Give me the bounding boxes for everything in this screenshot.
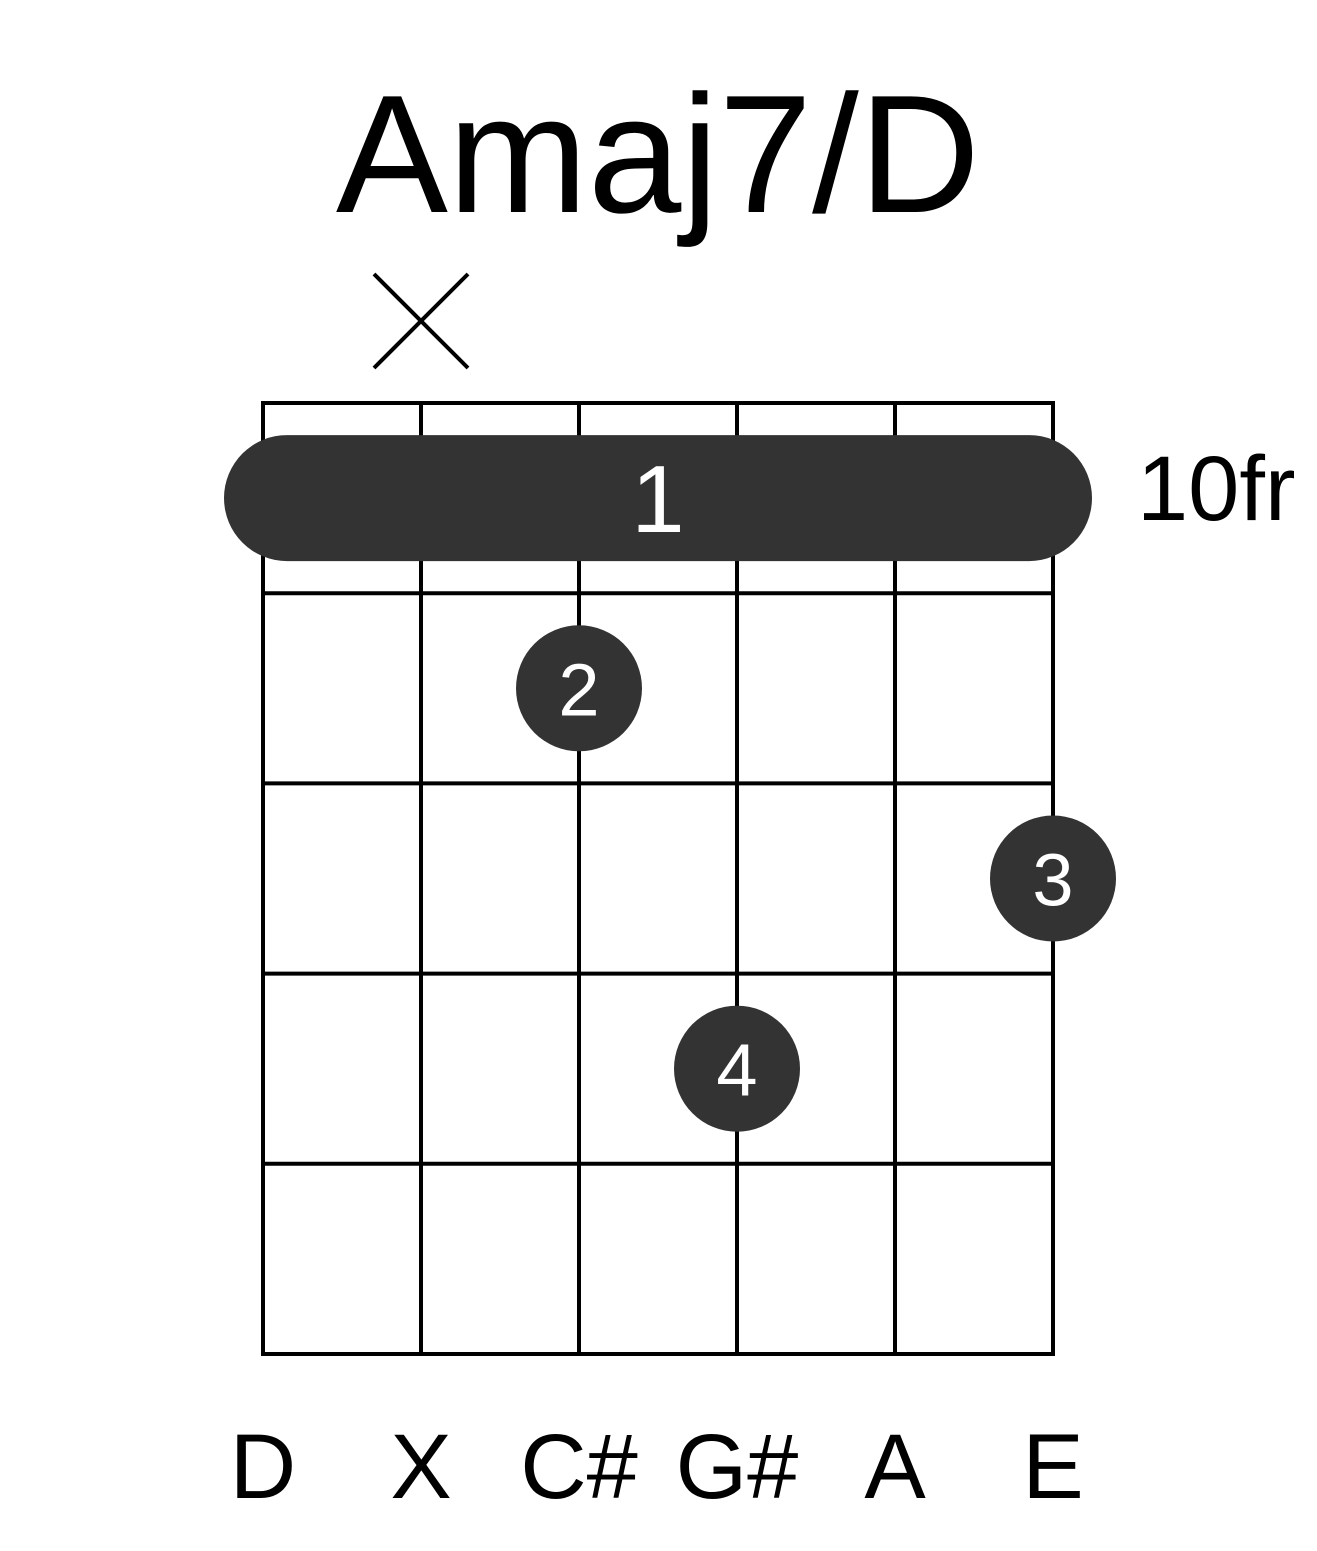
fretboard-grid [261, 401, 1055, 1356]
muted-markers [372, 272, 470, 370]
base-fret-label: 10fr [1137, 438, 1296, 540]
barre: 1 [224, 435, 1092, 562]
muted-x-stroke [372, 272, 470, 370]
finger-dot [990, 815, 1116, 942]
finger-dot [516, 625, 642, 752]
barre-bar [224, 435, 1092, 562]
string-note-label: A [864, 1416, 926, 1518]
finger-number: 2 [558, 648, 599, 731]
finger-number: 3 [1032, 839, 1073, 922]
muted-string-x-icon [372, 272, 470, 370]
finger-dots: 2 3 4 [516, 625, 1116, 1132]
string-note-label: G# [676, 1416, 799, 1518]
string-note-label: X [390, 1416, 451, 1518]
string-note-label: E [1022, 1416, 1083, 1518]
finger-dot [674, 1005, 800, 1132]
chord-title: Amaj7/D [336, 60, 980, 248]
string-note-label: C# [520, 1416, 638, 1518]
string-note-label: D [230, 1416, 296, 1518]
finger-number: 4 [716, 1029, 757, 1112]
barre-finger-number: 1 [631, 446, 684, 553]
